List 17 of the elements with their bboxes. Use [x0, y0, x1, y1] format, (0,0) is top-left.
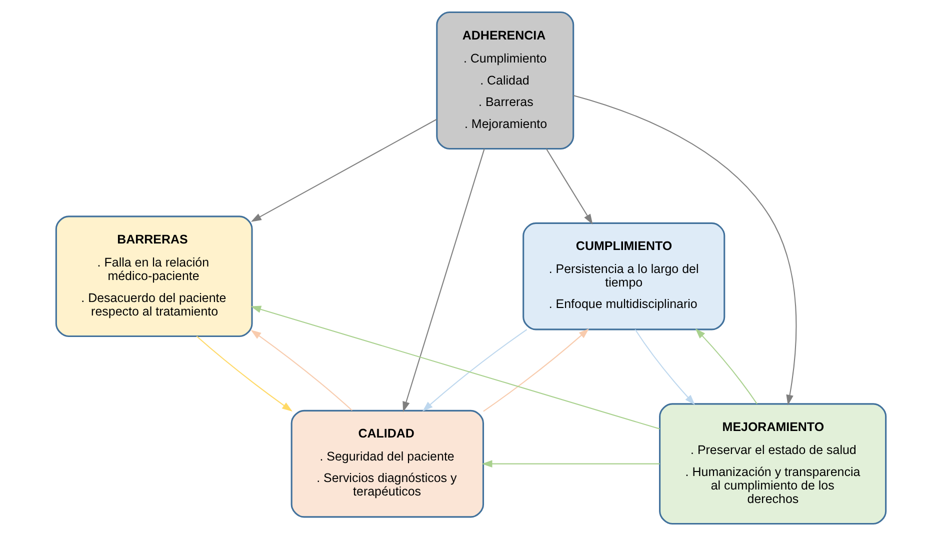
node-box: ADHERENCIA . Cumplimiento . Calidad . Barreras . Mejoramiento — [436, 12, 574, 150]
arrow — [250, 330, 352, 411]
arrow — [250, 118, 436, 222]
node-box: CALIDAD . Seguridad del paciente . Servicios diagnósticos y terapéuticos — [290, 410, 484, 518]
node-box: BARRERAS . Falla en la relación médico-paciente . Desacuerdo del paciente respecto al tratamiento — [54, 216, 252, 337]
node-box: MEJORAMIENTO . Preservar el estado de salud . Humanización y transparencia al cumplimiento de los derechos — [658, 403, 886, 524]
arrow — [572, 94, 796, 406]
arrow — [422, 329, 527, 412]
arrow — [634, 329, 694, 406]
arrow — [250, 306, 660, 430]
arrow — [482, 328, 589, 412]
arrow — [402, 148, 484, 412]
arrow — [481, 460, 660, 468]
arrow — [694, 328, 757, 404]
arrow — [196, 336, 292, 412]
arrow — [545, 148, 592, 224]
node-box: CUMPLIMIENTO . Persistencia a lo largo del tiempo . Enfoque multidisciplinario — [522, 222, 725, 330]
